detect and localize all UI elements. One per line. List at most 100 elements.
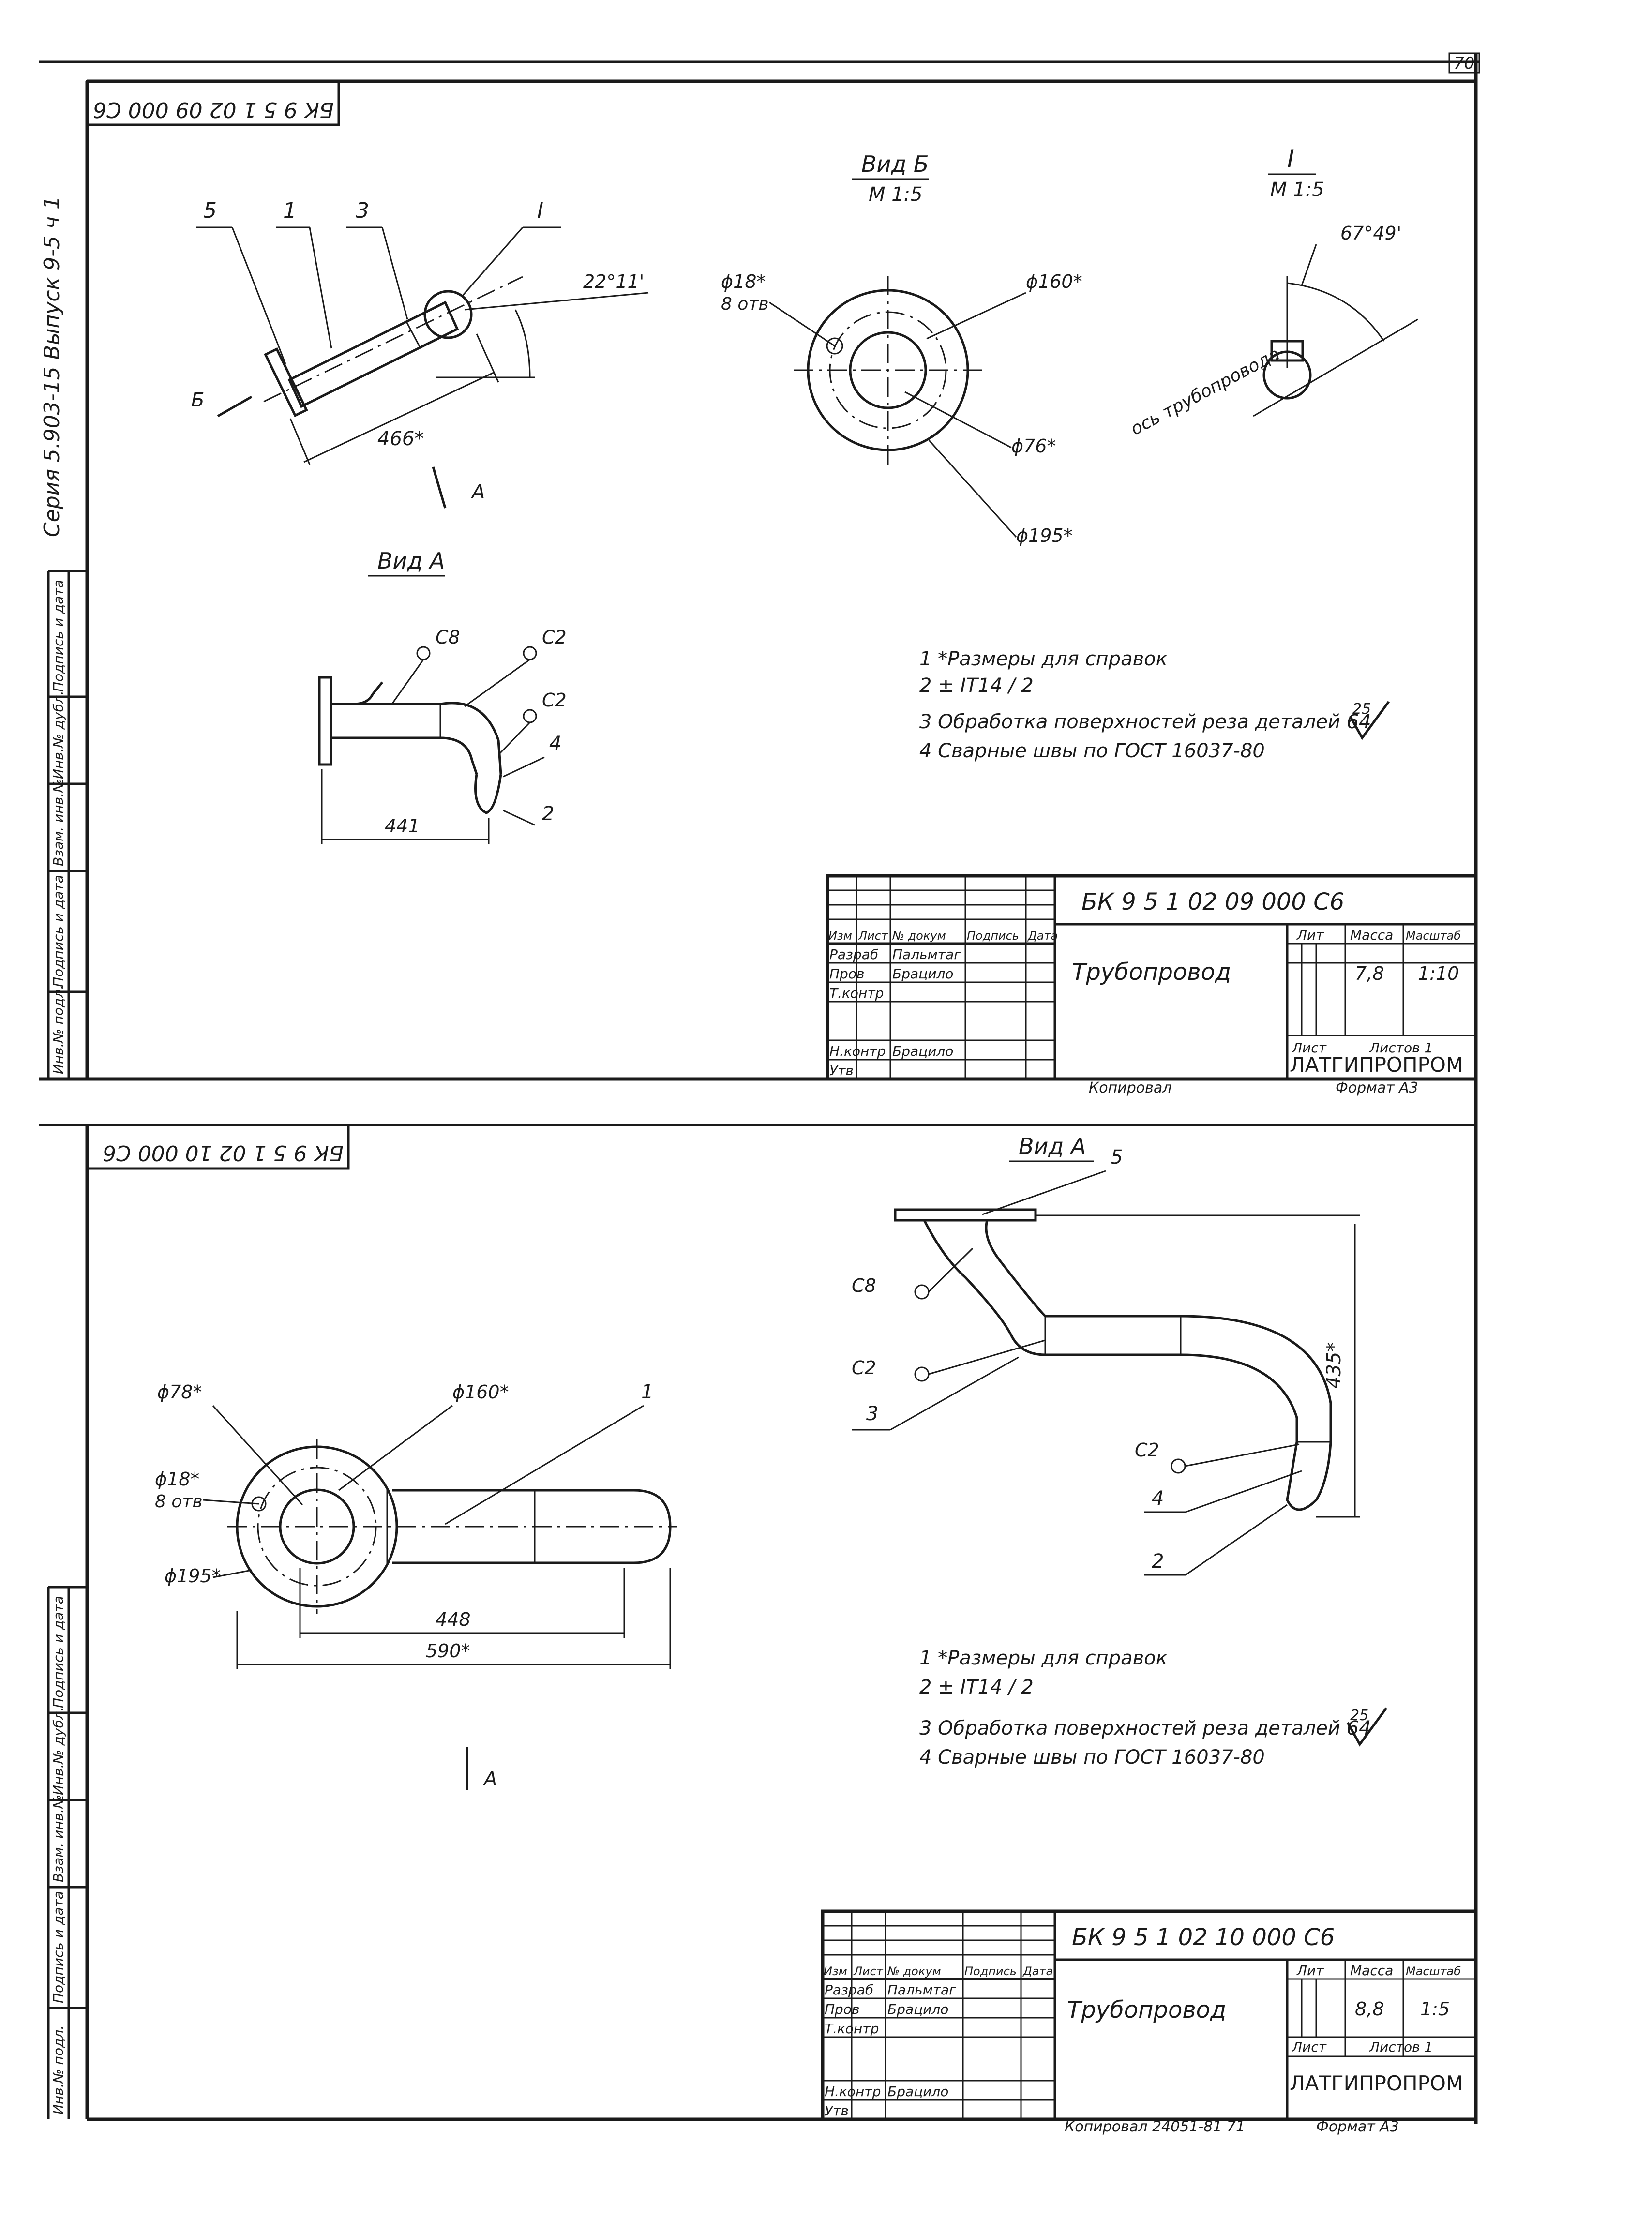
col-header: Изм xyxy=(824,1964,847,1978)
d160-label: ϕ160* xyxy=(452,1381,509,1403)
title-block-1: БК 9 5 1 02 09 000 С6 Трубопровод Изм Ли… xyxy=(826,874,1478,1096)
weld-label: С2 xyxy=(1135,1439,1159,1461)
series-label: Серия 5.903-15 Выпуск 9-5 ч 1 xyxy=(40,196,64,537)
strip-label: Взам. инв.№ xyxy=(50,1795,66,1882)
strip-label: Подпись и дата xyxy=(50,875,66,987)
roughness-symbol xyxy=(1349,701,1390,740)
weld-label: С2 xyxy=(852,1357,876,1379)
role: Утв xyxy=(825,2103,849,2119)
view-a-title: Вид А xyxy=(1019,1133,1086,1159)
d160-label: ϕ160* xyxy=(1026,271,1082,292)
scale-value: 1:5 xyxy=(1420,1998,1450,2020)
notes-1: 1 *Размеры для справок 2 ± IT14 / 2 3 Об… xyxy=(919,648,1390,762)
view-a-1: Вид А С8 С2 С2 4 2 441 xyxy=(318,548,567,844)
dim-435: 435* xyxy=(1323,1342,1345,1389)
view-b-scale: М 1:5 xyxy=(869,183,923,206)
weld-label: С8 xyxy=(852,1275,876,1296)
note: 2 ± IT14 / 2 xyxy=(919,675,1034,697)
sheet-1: БК 9 5 1 02 09 000 С6 5 1 3 I 22°11' xyxy=(86,80,1478,1096)
note: 2 ± IT14 / 2 xyxy=(919,1676,1034,1698)
format-label: Формат А3 xyxy=(1316,2118,1399,2135)
title-name: Трубопровод xyxy=(1072,959,1231,986)
callout: 1 xyxy=(283,198,297,223)
strip-label: Подпись и дата xyxy=(50,1891,66,2003)
mass-value: 8,8 xyxy=(1355,1998,1384,2020)
sheets-label: Листов 1 xyxy=(1369,1040,1433,1056)
role: Т.контр xyxy=(825,2021,879,2037)
title-name: Трубопровод xyxy=(1067,1996,1226,2024)
role: Т.контр xyxy=(829,985,884,1001)
roughness-value: 25 xyxy=(1350,1707,1368,1724)
strip-label: Подпись и дата xyxy=(50,1596,66,1708)
copied-label: Копировал xyxy=(1089,1080,1171,1096)
mass-label: Масса xyxy=(1350,1963,1393,1979)
note: 4 Сварные швы по ГОСТ 16037-80 xyxy=(919,1746,1265,1769)
note: 4 Сварные швы по ГОСТ 16037-80 xyxy=(919,740,1265,762)
dim-441: 441 xyxy=(385,815,420,837)
roughness-symbol xyxy=(1346,1707,1388,1747)
pipe-side-view: 5 1 3 I 22°11' 466* Б А xyxy=(191,198,649,509)
detail-scale: М 1:5 xyxy=(1270,179,1324,201)
scale-value: 1:10 xyxy=(1418,963,1459,984)
note: 3 Обработка поверхностей реза деталей 64 xyxy=(919,1717,1371,1739)
d195-label: ϕ195* xyxy=(165,1565,221,1587)
lit-label: Лит xyxy=(1296,927,1324,943)
note: 3 Обработка поверхностей реза деталей 64 xyxy=(919,711,1371,733)
title-code: БК 9 5 1 02 09 000 С6 xyxy=(1081,888,1344,915)
callout: 4 xyxy=(549,733,561,755)
view-b-title: Вид Б xyxy=(861,151,929,177)
d76-label: ϕ76* xyxy=(1011,435,1056,457)
roughness-value: 25 xyxy=(1352,701,1371,718)
weld-label: С2 xyxy=(542,690,567,711)
view-a-2: Вид А 5 С8 С2 3 С2 4 2 xyxy=(852,1133,1360,1576)
dim-466: 466* xyxy=(377,428,424,450)
d18-note: 8 отв xyxy=(155,1492,203,1512)
role: Пров xyxy=(825,2001,859,2017)
note: 1 *Размеры для справок xyxy=(919,1647,1168,1669)
weld-label: С8 xyxy=(436,627,460,648)
col-header: Лист xyxy=(858,929,888,943)
signer-name: Пальмтаг xyxy=(892,946,961,962)
mass-value: 7,8 xyxy=(1355,963,1384,984)
angle-label: 22°11' xyxy=(583,271,644,292)
code-mirrored: БК 9 5 1 02 10 000 С6 xyxy=(103,1140,344,1165)
view-a-arrow-label: А xyxy=(482,1768,497,1790)
code-mirrored: БК 9 5 1 02 09 000 С6 xyxy=(93,97,334,122)
callout: 2 xyxy=(542,803,554,825)
left-stamp-strip-1: Подпись и дата Инв.№ дубл. Взам. инв.№ П… xyxy=(47,570,87,1079)
strip-label: Взам. инв.№ xyxy=(50,779,66,866)
title-block-2: БК 9 5 1 02 10 000 С6 Трубопровод Изм Ли… xyxy=(821,1909,1478,2135)
callout: I xyxy=(537,198,543,223)
plan-view: ϕ78* ϕ160* ϕ18* 8 отв ϕ195* 1 448 590* А xyxy=(155,1381,677,1790)
col-header: Изм xyxy=(828,929,852,943)
notes-2: 1 *Размеры для справок 2 ± IT14 / 2 3 Об… xyxy=(919,1647,1388,1769)
scale-label: Масштаб xyxy=(1406,1964,1461,1978)
signer-name: Брацило xyxy=(892,1043,953,1059)
role: Разраб xyxy=(825,1982,873,1998)
col-header: № докум xyxy=(886,1964,941,1978)
scale-label: Масштаб xyxy=(1406,929,1461,943)
role: Утв xyxy=(829,1063,854,1079)
view-b-arrow-label: Б xyxy=(191,389,204,411)
copied-label: Копировал 24051-81 71 xyxy=(1065,2118,1245,2135)
d18-note: 8 отв xyxy=(721,294,769,314)
sheet-2: БК 9 5 1 02 10 000 С6 ϕ78* ϕ160* ϕ18* 8 … xyxy=(86,1124,1478,2135)
sheet-label: Лист xyxy=(1292,2039,1327,2055)
angle-67-label: 67°49' xyxy=(1340,223,1401,244)
format-label: Формат А3 xyxy=(1336,1080,1418,1096)
page-number: 70 xyxy=(1454,54,1474,73)
sheet-label: Лист xyxy=(1292,1040,1327,1056)
d195-label: ϕ195* xyxy=(1016,525,1073,546)
pipe-outline-top xyxy=(923,1219,1298,1442)
detail-i: I М 1:5 67°49' ось трубопровода xyxy=(1127,145,1418,439)
view-b-flange: Вид Б М 1:5 ϕ18* 8 отв ϕ160* ϕ76* ϕ195* xyxy=(721,151,1082,546)
note: 1 *Размеры для справок xyxy=(919,648,1168,670)
strip-label: Инв.№ подл. xyxy=(50,985,66,1074)
signer-name: Пальмтаг xyxy=(887,1982,956,1998)
dim-590: 590* xyxy=(426,1640,470,1662)
strip-label: Инв.№ дубл. xyxy=(50,1707,66,1795)
callout: 4 xyxy=(1152,1487,1164,1510)
d18-label: ϕ18* xyxy=(721,271,766,292)
d18-label: ϕ18* xyxy=(155,1469,199,1490)
